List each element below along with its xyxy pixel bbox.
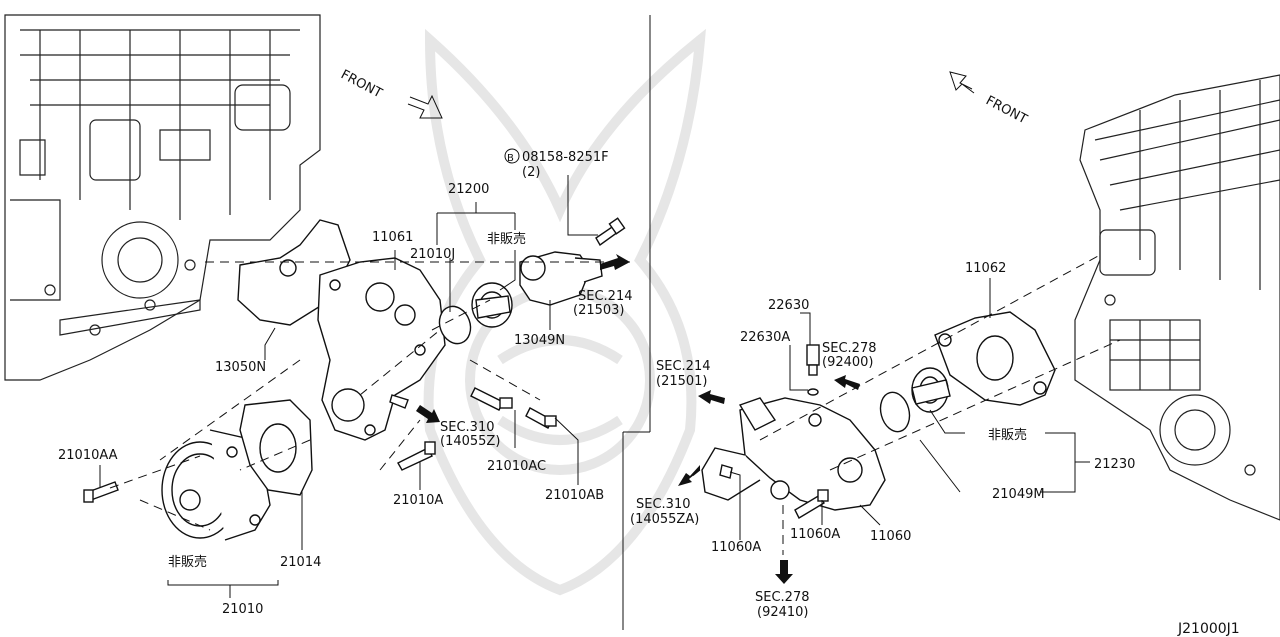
engine-block-left: [4, 14, 321, 381]
label-21010: 21010: [222, 602, 263, 617]
label-13050n: 13050N: [215, 360, 266, 375]
label-sec310-left: SEC.310: [440, 420, 495, 435]
label-11061: 11061: [372, 230, 413, 245]
label-22630a: 22630A: [740, 330, 790, 345]
label-21010ab: 21010AB: [545, 488, 604, 503]
label-bolt-qty: (2): [522, 165, 540, 180]
label-sec278-top: SEC.278: [822, 341, 877, 356]
label-sec214-left: SEC.214: [578, 289, 633, 304]
label-08158-8251f: 08158-8251F: [522, 150, 609, 165]
bolts-right: [719, 464, 829, 519]
engine-block-right: [1074, 74, 1280, 521]
label-sec214-left-ref: (21503): [573, 303, 625, 318]
front-label-right: FRONT: [983, 93, 1029, 127]
label-21010j: 21010J: [410, 247, 455, 262]
bolt-marker-circle: [504, 148, 520, 164]
label-22630: 22630: [768, 298, 809, 313]
label-13049n: 13049N: [514, 333, 565, 348]
label-sec310-right: SEC.310: [636, 497, 691, 512]
label-11060: 11060: [870, 529, 911, 544]
oring-21010j: [438, 305, 472, 345]
water-pump-21010: [161, 429, 271, 541]
label-sec278-bottom: SEC.278: [755, 590, 810, 605]
label-sec310-left-ref: (14055Z): [440, 434, 500, 449]
label-21014: 21014: [280, 555, 321, 570]
label-not-sold-right: 非販売: [988, 427, 1027, 443]
diagram-code: J21000J1: [1177, 621, 1240, 637]
gasket-11062: [934, 311, 1056, 406]
label-sec278-bottom-ref: (92410): [757, 605, 809, 620]
label-11060a-mid: 11060A: [790, 527, 840, 542]
pump-gasket-21014: [239, 399, 313, 496]
thermostat-housing-11061: [317, 257, 446, 441]
bolt-marker-letter: B: [507, 153, 514, 164]
section-divider: [622, 15, 651, 630]
sensor-22630: [806, 344, 820, 396]
thermostat-left: [471, 282, 513, 328]
front-label-left: FRONT: [338, 67, 384, 101]
label-21010ac: 21010AC: [487, 459, 546, 474]
bolt-08158: [595, 217, 626, 247]
assembly-lines-left: [109, 261, 630, 531]
label-21230: 21230: [1094, 457, 1135, 472]
oring-21049m: [879, 391, 911, 433]
label-not-sold-bottom: 非販売: [168, 554, 207, 570]
label-11062: 11062: [965, 261, 1006, 276]
label-sec214-right-ref: (21501): [656, 374, 708, 389]
thermostat-right: [911, 367, 951, 413]
label-sec310-right-ref: (14055ZA): [630, 512, 699, 527]
label-sec214-right: SEC.214: [656, 359, 711, 374]
label-21010a-left: 21010A: [393, 493, 443, 508]
label-21010aa: 21010AA: [58, 448, 118, 463]
label-21200: 21200: [448, 182, 489, 197]
leader-lines: [99, 175, 1090, 598]
label-11060a-left: 11060A: [711, 540, 761, 555]
label-sec278-top-ref: (92400): [822, 355, 874, 370]
label-21049m: 21049M: [992, 487, 1045, 502]
bolts-left: [83, 387, 557, 503]
direction-arrows: [407, 71, 975, 584]
label-not-sold-left-top: 非販売: [487, 231, 526, 247]
thermostat-housing-11060: [701, 397, 886, 511]
